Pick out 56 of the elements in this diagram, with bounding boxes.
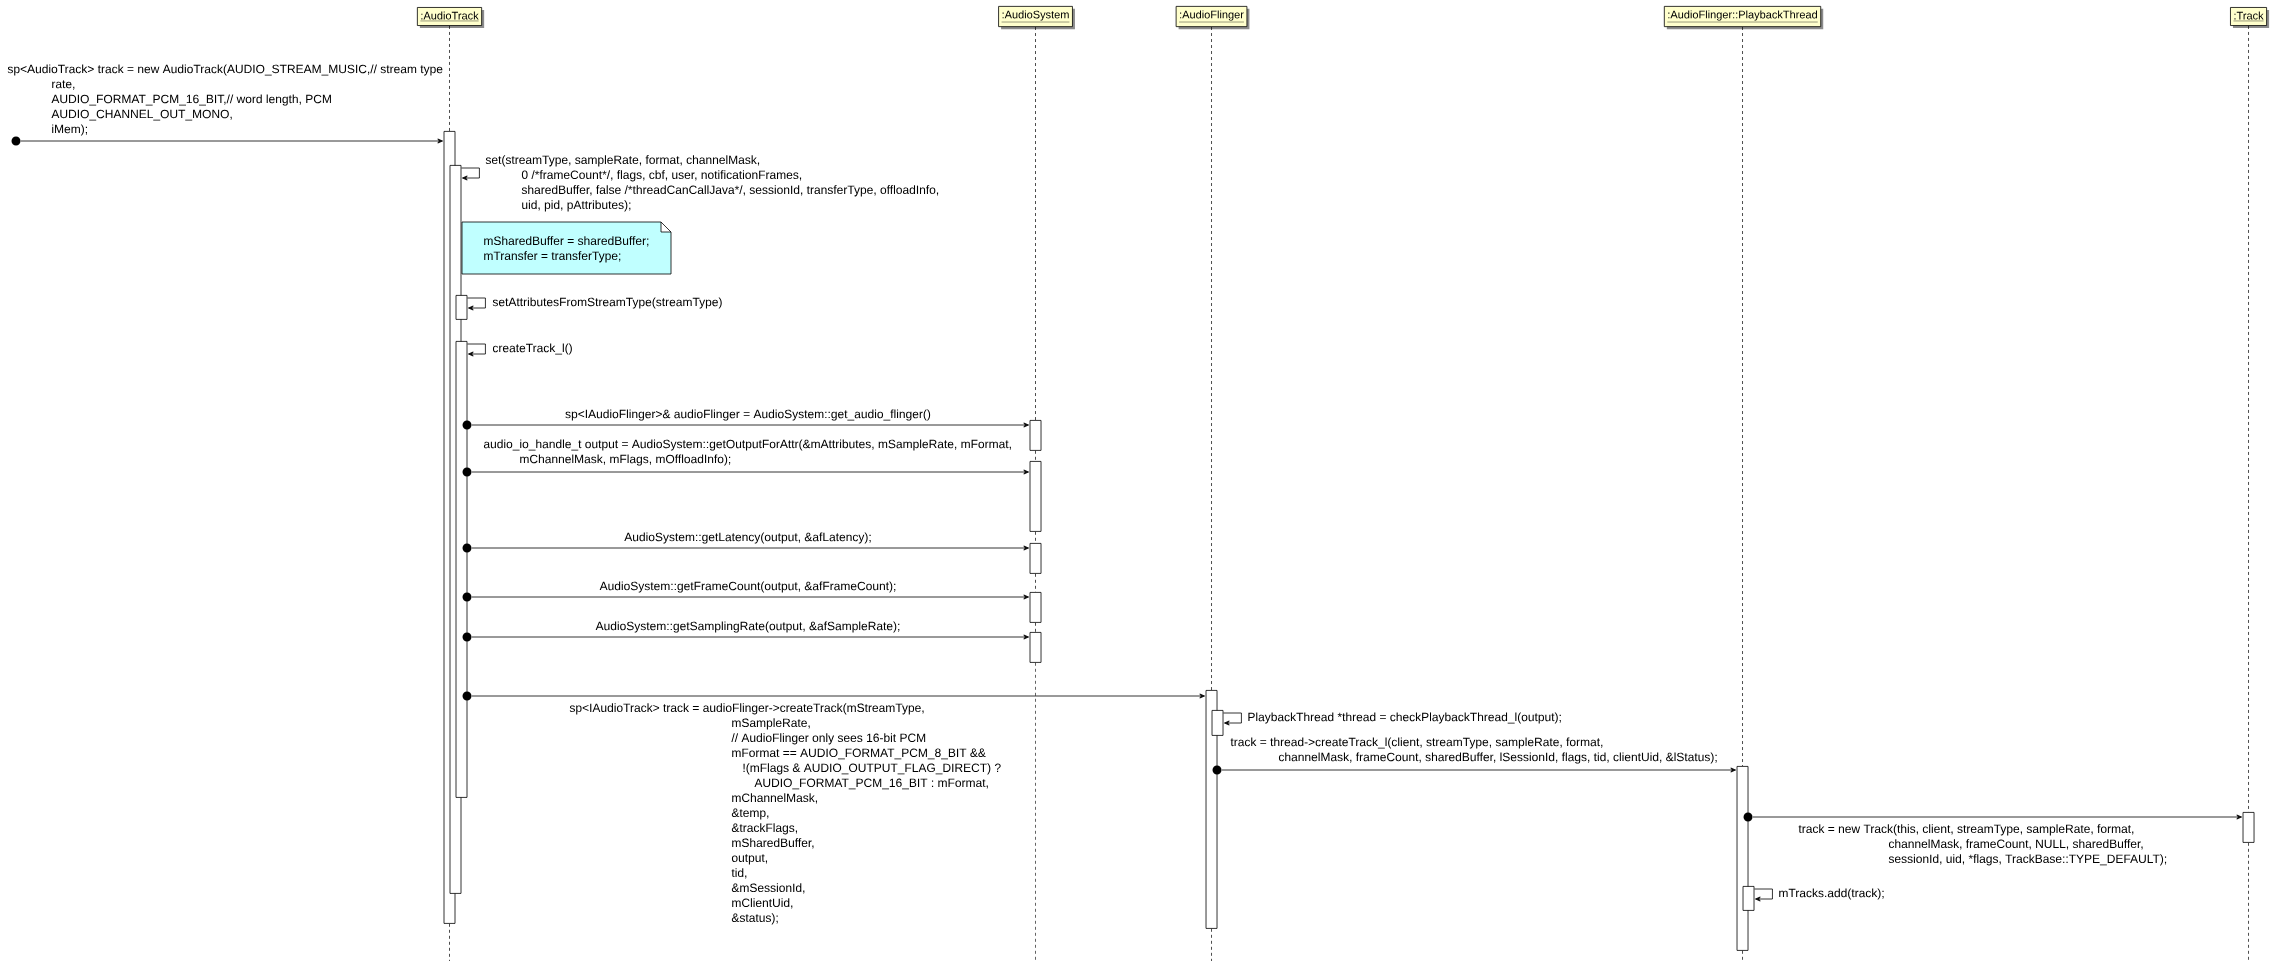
message-label: track = thread->createTrack_l(client, streamType, sampleRate, format, channelMask, frameCount, sharedBuffer, lSessionId, flags, tid, clientUid, &lStatus); (1230, 737, 1717, 764)
activation-bar (1029, 543, 1042, 574)
activation-bar (2242, 812, 2255, 843)
lifeline (1035, 531, 1036, 544)
object-box: :AudioTrack (416, 7, 485, 29)
object-box: :AudioFlinger::PlaybackThread (1663, 5, 1824, 30)
lifeline (1035, 450, 1036, 462)
lifeline (1742, 26, 1743, 767)
self-call-arrow (467, 297, 486, 311)
object-box: :Track (2230, 7, 2270, 29)
activation-bar (1029, 632, 1042, 663)
message-label: sp<IAudioTrack> track = audioFlinger->createTrack(mStreamType, mSampleRate, // AudioFlinger only sees 16-bit PCM mFormat == AUDIO_FORMAT_PCM_8_BIT && !(mFlags & AUDIO_OUTPUT_FLAG_DIRECT) ? AUDIO_FORMAT_PCM_16_BIT : mFormat, mChannelMask, &temp, &trackFlags, mSharedBuffer, output, tid, &mSessionId, mClientUid, &status); (569, 703, 1001, 925)
self-call-arrow (467, 343, 486, 357)
object-box: :AudioSystem (998, 5, 1075, 30)
activation-bar (1211, 710, 1224, 736)
lifeline (1211, 928, 1212, 961)
message-label: setAttributesFromStreamType(streamType) (492, 297, 722, 309)
message-label: AudioSystem::getSamplingRate(output, &afSampleRate); (595, 621, 900, 633)
lifeline (449, 923, 450, 961)
message-label: AudioSystem::getLatency(output, &afLatency); (624, 532, 871, 544)
activation-bar (455, 295, 468, 320)
message-label: set(streamType, sampleRate, format, channelMask, 0 /*frameCount*/, flags, cbf, user, notificationFrames, sharedBuffer, false /*threadCanCallJava*/, sessionId, transferType, offloadInfo, uid, pid, pAttributes); (485, 155, 939, 212)
lifeline (1211, 26, 1212, 691)
activation-bar (455, 341, 468, 798)
lifeline (2248, 842, 2249, 961)
activation-bar (1742, 886, 1755, 911)
object-box: :AudioFlinger (1175, 5, 1250, 30)
note: mSharedBuffer = sharedBuffer; mTransfer = transferType; (461, 221, 672, 275)
message-label: sp<AudioTrack> track = new AudioTrack(AUDIO_STREAM_MUSIC,// stream type rate, AUDIO_FORMAT_PCM_16_BIT,// word length, PCM AUDIO_CHANNEL_OUT_MONO, iMem); (7, 64, 443, 136)
message-label: audio_io_handle_t output = AudioSystem::getOutputForAttr(&mAttributes, mSampleRate, mFormat, mChannelMask, mFlags, mOffloadInfo); (483, 439, 1011, 466)
self-call-arrow (461, 167, 480, 181)
self-call-arrow (1754, 888, 1773, 902)
message-label: AudioSystem::getFrameCount(output, &afFrameCount); (599, 581, 896, 593)
message-arrow (471, 469, 1029, 475)
message-arrow (471, 594, 1029, 600)
message-label: mTracks.add(track); (1779, 888, 1884, 900)
message-label: createTrack_l() (492, 343, 572, 355)
message-arrow (471, 545, 1029, 551)
message-arrow (471, 634, 1029, 640)
message-arrow (471, 693, 1205, 699)
message-arrow (1752, 814, 2242, 820)
message-label: sp<IAudioFlinger>& audioFlinger = AudioSystem::get_audio_flinger() (565, 409, 931, 421)
message-arrow (1221, 767, 1736, 773)
activation-bar (1029, 592, 1042, 623)
message-label: PlaybackThread *thread = checkPlaybackThread_l(output); (1248, 712, 1561, 724)
self-call-arrow (1223, 712, 1242, 726)
lifeline (1035, 26, 1036, 421)
activation-bar (1029, 420, 1042, 451)
lifeline (2248, 25, 2249, 813)
lifeline (1742, 950, 1743, 961)
lifeline (449, 25, 450, 132)
message-arrow (20, 138, 443, 144)
activation-bar (1029, 461, 1042, 532)
message-arrow (471, 422, 1029, 428)
message-label: track = new Track(this, client, streamType, sampleRate, format, channelMask, frameCount, NULL, sharedBuffer, sessionId, uid, *flags, TrackBase::TYPE_DEFAULT); (1798, 824, 2167, 866)
lifeline (1035, 622, 1036, 633)
